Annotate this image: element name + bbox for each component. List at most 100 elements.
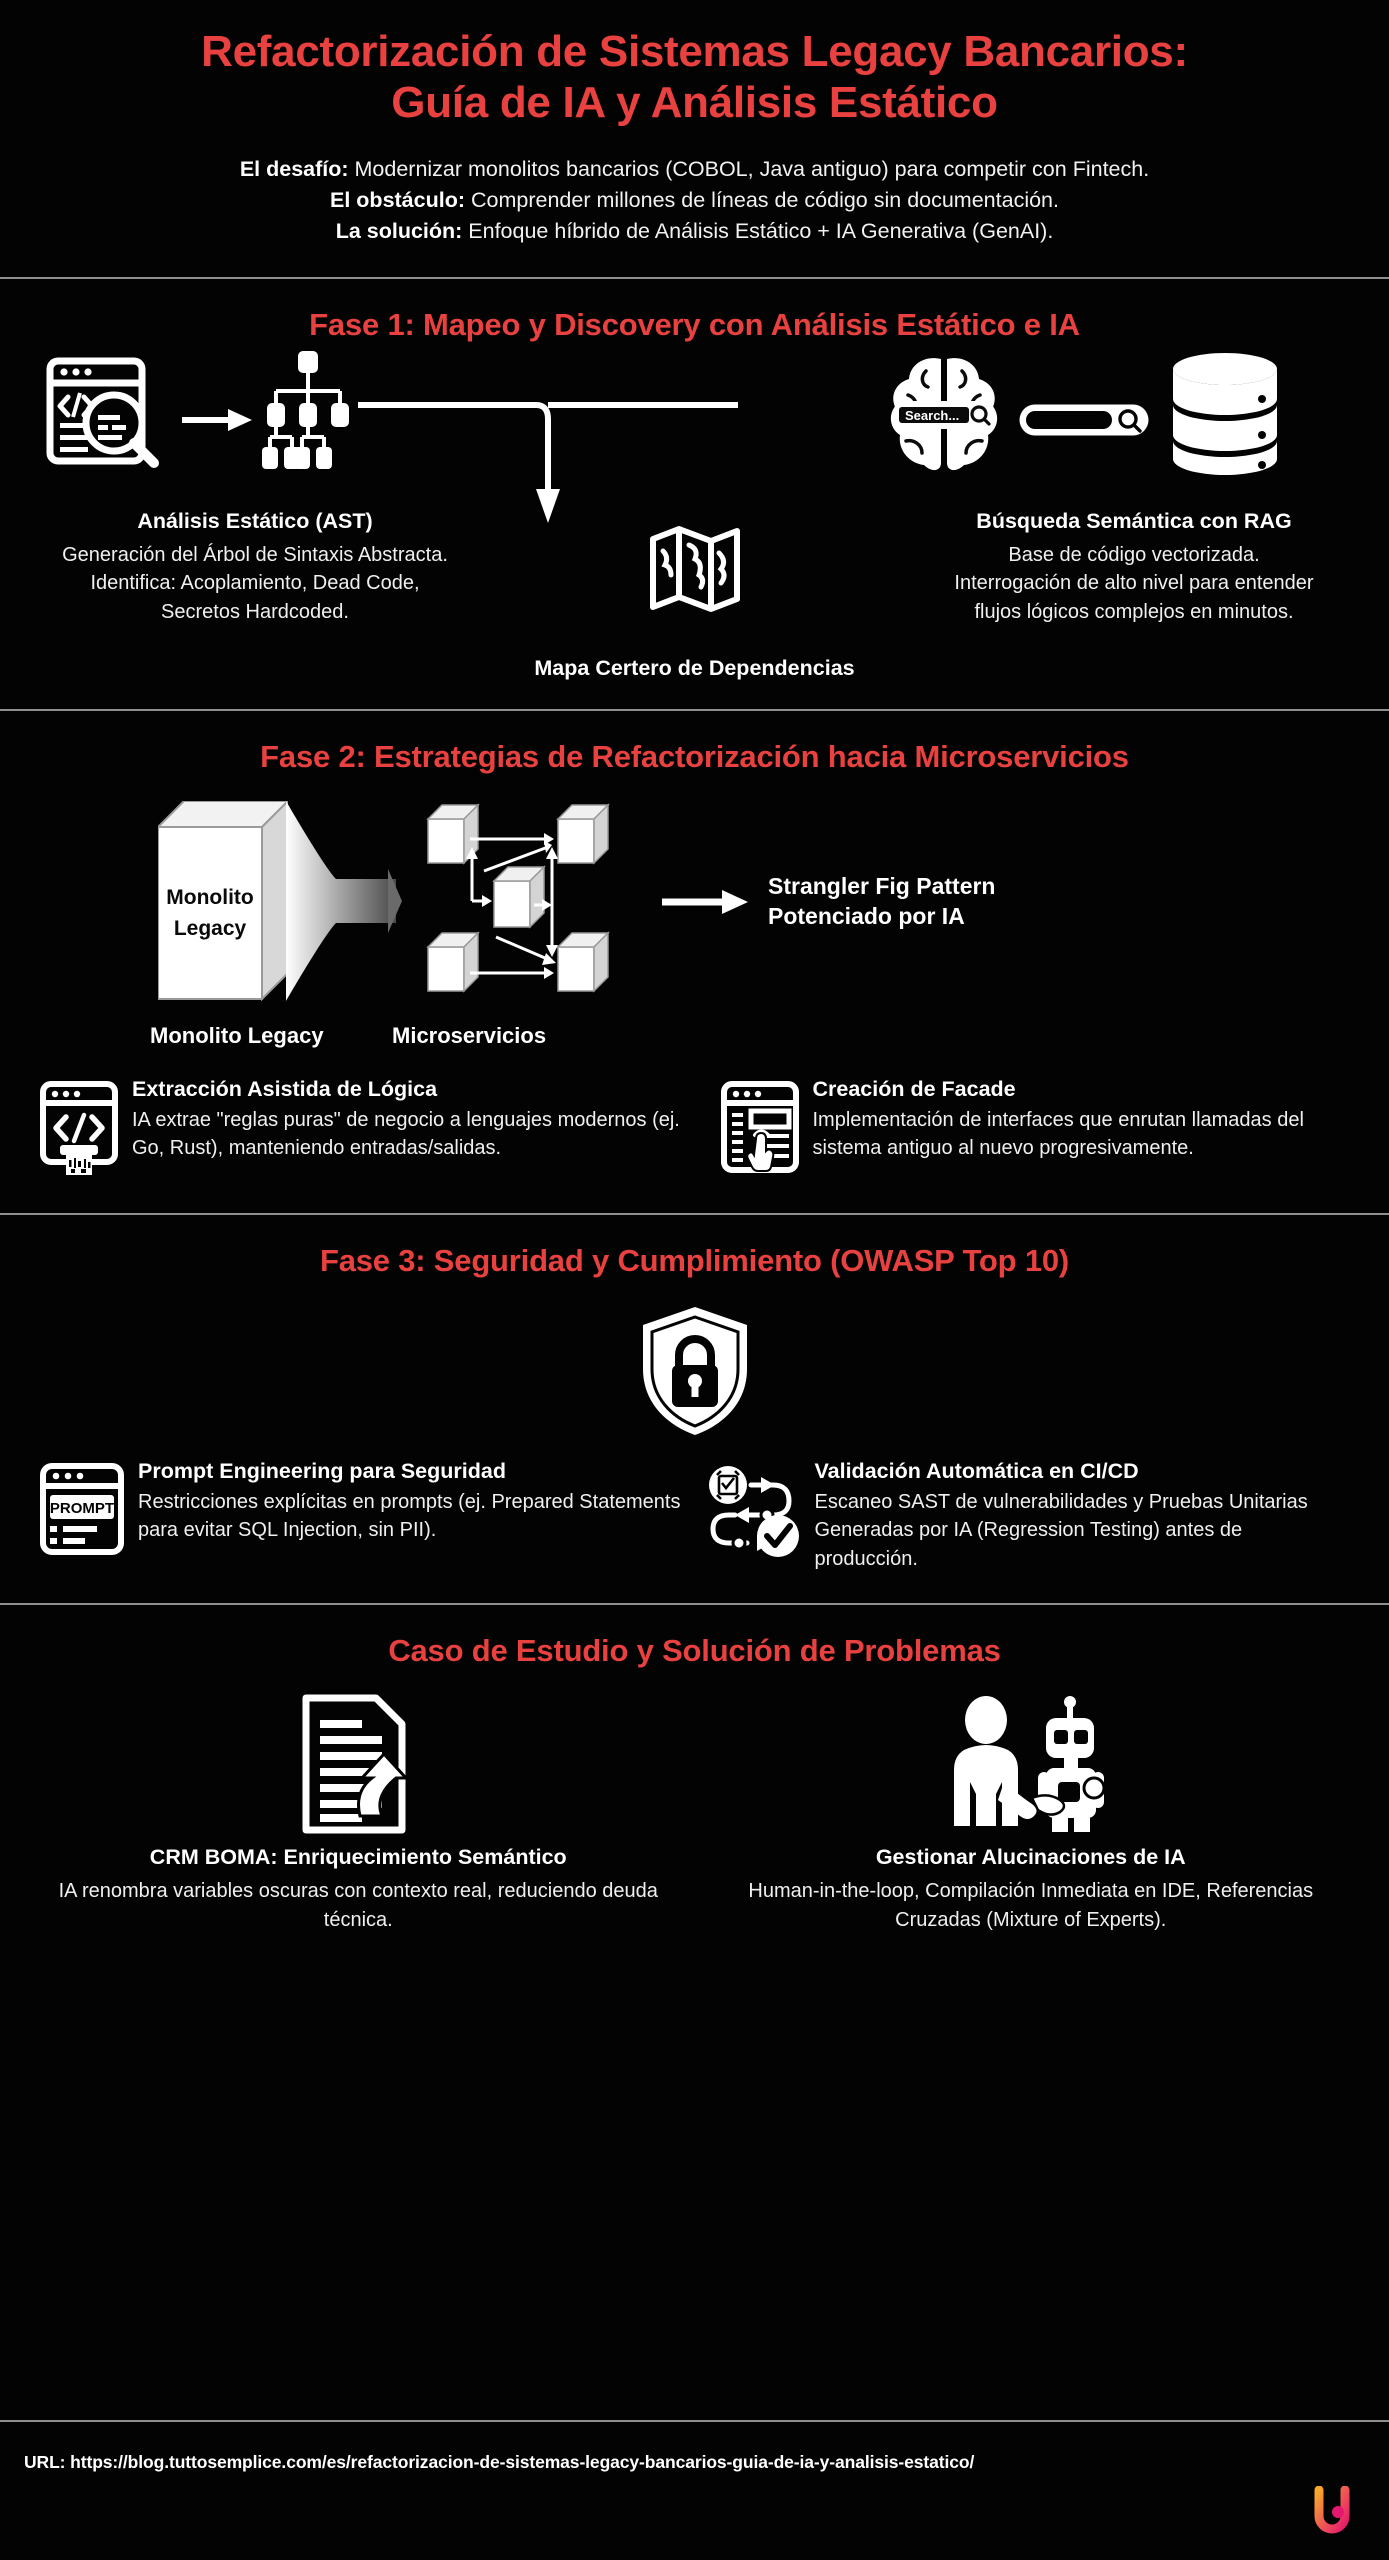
case-study-item: Gestionar Alucinaciones de IA Human-in-t… <box>695 1689 1368 1934</box>
shield-lock-wrap <box>22 1305 1367 1437</box>
caption-line: flujos lógicos complejos en minutos. <box>974 600 1294 623</box>
section-divider <box>0 1603 1389 1606</box>
strangler-line-2: Potenciado por IA <box>768 903 965 930</box>
phase-3-features: PROMPT Prompt Engineering para Seguridad… <box>22 1459 1367 1573</box>
feature-body: IA extrae "reglas puras" de negocio a le… <box>132 1109 680 1160</box>
phase-2-diagram: Monolito Legacy <box>22 801 1367 1011</box>
case-study-item-body: IA renombra variables oscuras con contex… <box>58 1880 658 1931</box>
phase-1-section: Fase 1: Mapeo y Discovery con Análisis E… <box>0 279 1389 681</box>
caption-line: Interrogación de alto nivel para entende… <box>954 572 1314 595</box>
header-bullet-label: La solución: <box>335 218 463 243</box>
footer-divider <box>0 2420 1389 2422</box>
label-microservices: Microservicios <box>392 1023 547 1049</box>
ui-facade-cursor-icon <box>720 1077 799 1177</box>
caption-body: Generación del Árbol de Sintaxis Abstrac… <box>40 541 470 626</box>
feature-text: Prompt Engineering para Seguridad Restri… <box>138 1459 695 1545</box>
phase-1-diagram: Search... <box>22 350 1367 523</box>
brain-search-icon: Search... <box>884 353 1004 477</box>
feature-text: Extracción Asistida de Lógica IA extrae … <box>132 1077 695 1163</box>
header-bullet-label: El obstáculo: <box>330 188 465 213</box>
microservices-cubes-icon <box>420 801 630 1001</box>
feature-item: Creación de Facade Implementación de int… <box>695 1077 1350 1177</box>
phase-1-center-caption: Mapa Certero de Dependencias <box>534 656 855 681</box>
case-study-item-title: CRM BOMA: Enriquecimiento Semántico <box>149 1845 567 1870</box>
phase-1-right-caption: Búsqueda Semántica con RAG Base de códig… <box>919 509 1349 626</box>
caption-line: Identifica: Acoplamiento, Dead Code, <box>90 572 420 595</box>
header-bullet: El obstáculo: Comprender millones de lín… <box>20 185 1369 216</box>
header-bullet: La solución: Enfoque híbrido de Análisis… <box>20 216 1369 247</box>
case-study-title: Caso de Estudio y Solución de Problemas <box>388 1633 1001 1669</box>
header-bullet-text: Enfoque híbrido de Análisis Estático + I… <box>462 218 1054 243</box>
cicd-loop-check-icon <box>705 1459 801 1559</box>
phase-1-title: Fase 1: Mapeo y Discovery con Análisis E… <box>309 306 1080 342</box>
phase-3-section: Fase 3: Seguridad y Cumplimiento (OWASP … <box>0 1215 1389 1573</box>
caption-line: Base de código vectorizada. <box>1008 543 1260 566</box>
feature-text: Validación Automática en CI/CD Escaneo S… <box>815 1459 1350 1573</box>
document-arrow-icon <box>298 1694 418 1834</box>
feature-body: Escaneo SAST de vulnerabilidades y Prueb… <box>814 1491 1308 1570</box>
caption-body: Base de código vectorizada. Interrogació… <box>919 541 1349 626</box>
feature-item: PROMPT Prompt Engineering para Seguridad… <box>40 1459 695 1573</box>
map-icon <box>649 523 741 615</box>
case-study-item-body: Human-in-the-loop, Compilación Inmediata… <box>748 1880 1314 1931</box>
arrow-right-icon <box>662 889 748 915</box>
header-bullets: El desafío: Modernizar monolitos bancari… <box>0 154 1389 247</box>
monolith-box-icon <box>158 801 288 1002</box>
caption-line: Secretos Hardcoded. <box>161 600 349 623</box>
label-monolith-legacy: Monolito Legacy <box>150 1023 324 1049</box>
section-divider <box>0 709 1389 712</box>
section-divider <box>0 1213 1389 1216</box>
strangler-fig-label: Strangler Fig Pattern Potenciado por IA <box>768 871 995 932</box>
footer-url[interactable]: URL: https://blog.tuttosemplice.com/es/r… <box>24 2452 975 2472</box>
feature-body: Implementación de interfaces que enrutan… <box>812 1109 1304 1160</box>
phase-1-captions: Análisis Estático (AST) Generación del Á… <box>22 509 1367 626</box>
document-arrow-icon-wrap <box>36 1689 681 1839</box>
feature-title: Prompt Engineering para Seguridad <box>138 1459 506 1484</box>
header-bullet-label: El desafío: <box>239 157 349 182</box>
feature-title: Extracción Asistida de Lógica <box>132 1077 438 1102</box>
caption-title: Análisis Estático (AST) <box>137 508 373 533</box>
tee-connector-arrow-icon <box>358 397 738 527</box>
header-bullet-text: Modernizar monolitos bancarios (COBOL, J… <box>348 157 1150 182</box>
case-study-item: CRM BOMA: Enriquecimiento Semántico IA r… <box>22 1689 695 1934</box>
feature-item: Validación Automática en CI/CD Escaneo S… <box>695 1459 1350 1573</box>
page-title: Refactorización de Sistemas Legacy Banca… <box>0 26 1389 128</box>
monolith-label-line-1: Monolito <box>166 886 254 910</box>
header-section: Refactorización de Sistemas Legacy Banca… <box>0 0 1389 247</box>
brand-logo-icon <box>1311 2486 1353 2538</box>
ast-tree-icon <box>262 350 354 471</box>
feature-title: Creación de Facade <box>812 1077 1016 1102</box>
phase-3-title: Fase 3: Seguridad y Cumplimiento (OWASP … <box>319 1243 1070 1279</box>
feature-body: Restricciones explícitas en prompts (ej.… <box>138 1491 681 1542</box>
case-study-section: Caso de Estudio y Solución de Problemas <box>0 1605 1389 1934</box>
human-robot-handshake-icon-wrap <box>709 1689 1354 1839</box>
code-analysis-icon <box>46 357 166 469</box>
case-study-item-title: Gestionar Alucinaciones de IA <box>875 1845 1186 1870</box>
shield-lock-icon <box>639 1305 751 1437</box>
search-bar-icon <box>1018 403 1150 437</box>
page-title-line-1: Refactorización de Sistemas Legacy Banca… <box>201 27 1188 76</box>
code-window-print-icon <box>40 1077 118 1177</box>
dependency-map-icon-wrap <box>649 523 741 615</box>
monolith-box-label: Monolito Legacy <box>158 883 262 944</box>
database-icon <box>1170 351 1280 477</box>
phase-2-features: Extracción Asistida de Lógica IA extrae … <box>22 1077 1367 1177</box>
header-bullet-text: Comprender millones de líneas de código … <box>465 188 1059 213</box>
phase-1-left-caption: Análisis Estático (AST) Generación del Á… <box>40 509 470 626</box>
arrow-right-icon <box>182 407 252 433</box>
brain-search-placeholder: Search... <box>905 408 959 423</box>
phase-2-title: Fase 2: Estrategias de Refactorización h… <box>260 739 1129 775</box>
header-bullet: El desafío: Modernizar monolitos bancari… <box>20 154 1369 185</box>
phase-2-section: Fase 2: Estrategias de Refactorización h… <box>0 711 1389 1177</box>
monolith-label-line-2: Legacy <box>173 916 247 940</box>
strangler-line-1: Strangler Fig Pattern <box>768 873 996 900</box>
caption-line: Generación del Árbol de Sintaxis Abstrac… <box>62 543 448 566</box>
feature-item: Extracción Asistida de Lógica IA extrae … <box>40 1077 695 1177</box>
prompt-icon-label: PROMPT <box>50 1500 114 1517</box>
caption-title: Búsqueda Semántica con RAG <box>976 508 1292 533</box>
feature-text: Creación de Facade Implementación de int… <box>813 1077 1350 1163</box>
case-study-items: CRM BOMA: Enriquecimiento Semántico IA r… <box>22 1689 1367 1934</box>
section-divider <box>0 276 1389 279</box>
human-robot-handshake-icon <box>946 1694 1116 1834</box>
